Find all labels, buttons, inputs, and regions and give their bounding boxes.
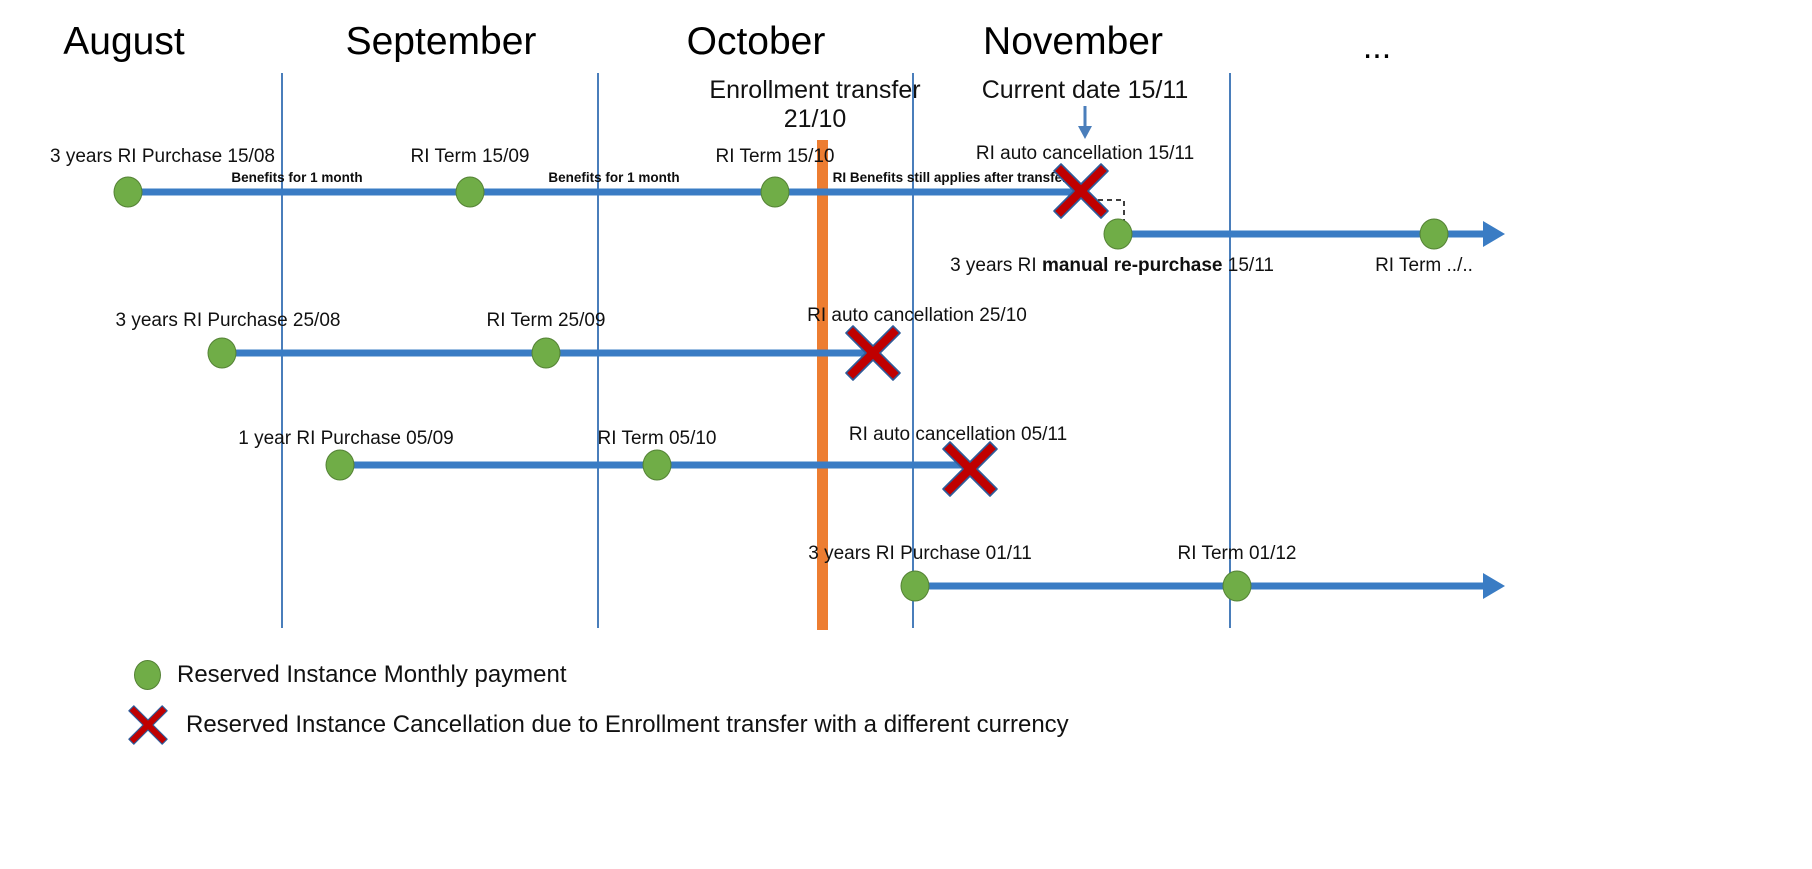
label-3yr-purchase-1508: 3 years RI Purchase 15/08 bbox=[50, 146, 275, 167]
cancellation-x-icon-2510[interactable] bbox=[842, 322, 904, 384]
label-repurchase-prefix: 3 years RI bbox=[950, 255, 1042, 276]
timeline-arrow-cap bbox=[1483, 221, 1505, 247]
label-manual-repurchase-1511: 3 years RI manual re-purchase 15/11 bbox=[950, 255, 1274, 277]
gridline-november bbox=[912, 73, 914, 628]
month-label-september: September bbox=[345, 20, 537, 63]
label-ri-term-1510: RI Term 15/10 bbox=[715, 146, 835, 167]
payment-dot-1510[interactable] bbox=[760, 176, 790, 208]
payment-dot-0112[interactable] bbox=[1222, 570, 1252, 602]
payment-dot-0111[interactable] bbox=[900, 570, 930, 602]
label-ri-term-future: RI Term ../.. bbox=[1375, 255, 1473, 276]
label-repurchase-suffix: 15/11 bbox=[1222, 255, 1274, 276]
legend-label-cancellation: Reserved Instance Cancellation due to En… bbox=[186, 711, 1069, 738]
note-benefits-1-month-a: Benefits for 1 month bbox=[231, 170, 363, 185]
timeline-arrow-cap bbox=[1483, 573, 1505, 599]
timeline-rail bbox=[915, 582, 1483, 590]
red-x-icon bbox=[126, 703, 170, 747]
label-1yr-purchase-0509: 1 year RI Purchase 05/09 bbox=[238, 428, 454, 449]
label-3yr-purchase-2508: 3 years RI Purchase 25/08 bbox=[115, 310, 341, 331]
payment-dot-term-future[interactable] bbox=[1419, 218, 1449, 250]
green-circle-icon bbox=[134, 660, 161, 690]
enrollment-transfer-label-line1: Enrollment transfer bbox=[709, 76, 921, 104]
enrollment-transfer-label-line2: 21/10 bbox=[783, 104, 847, 133]
payment-dot-2508[interactable] bbox=[207, 337, 237, 369]
payment-dot-1508[interactable] bbox=[113, 176, 143, 208]
label-auto-cancellation-1511: RI auto cancellation 15/11 bbox=[975, 143, 1195, 164]
payment-dot-0509[interactable] bbox=[325, 449, 355, 481]
label-ri-term-2509: RI Term 25/09 bbox=[486, 310, 606, 331]
month-label-november: November bbox=[983, 20, 1163, 63]
gridline-december bbox=[1229, 73, 1231, 628]
label-3yr-purchase-0111: 3 years RI Purchase 01/11 bbox=[808, 543, 1032, 564]
payment-dot-0510[interactable] bbox=[642, 449, 672, 481]
month-label-october: October bbox=[686, 20, 826, 63]
payment-dot-1509[interactable] bbox=[455, 176, 485, 208]
current-date-label: Current date 15/11 bbox=[981, 76, 1189, 104]
label-ri-term-0510: RI Term 05/10 bbox=[597, 428, 717, 449]
timeline-rail bbox=[128, 188, 1078, 196]
legend-label-payment: Reserved Instance Monthly payment bbox=[177, 661, 567, 688]
note-benefits-1-month-b: Benefits for 1 month bbox=[548, 170, 680, 185]
timeline-rail bbox=[1118, 230, 1483, 238]
month-label-august: August bbox=[63, 20, 185, 63]
label-auto-cancellation-0511: RI auto cancellation 05/11 bbox=[848, 424, 1068, 445]
label-repurchase-bold: manual re-purchase bbox=[1041, 255, 1223, 276]
cancellation-x-icon-1511[interactable] bbox=[1050, 160, 1112, 222]
legend-item-cancellation: Reserved Instance Cancellation due to En… bbox=[126, 703, 1069, 747]
note-benefits-after-transfer: RI Benefits still applies after transfer bbox=[832, 170, 1068, 185]
label-ri-term-1509: RI Term 15/09 bbox=[410, 146, 530, 167]
month-label-ellipsis: ... bbox=[1362, 28, 1392, 66]
cancellation-x-icon-0511[interactable] bbox=[939, 438, 1001, 500]
label-ri-term-0112: RI Term 01/12 bbox=[1177, 543, 1297, 564]
payment-dot-2509[interactable] bbox=[531, 337, 561, 369]
payment-dot-repurchase-1511[interactable] bbox=[1103, 218, 1133, 250]
enrollment-transfer-bar bbox=[817, 140, 828, 630]
legend-item-payment: Reserved Instance Monthly payment bbox=[134, 660, 567, 690]
current-date-arrow-icon bbox=[1075, 106, 1095, 140]
enrollment-transfer-label: Enrollment transfer 21/10 bbox=[709, 76, 920, 134]
label-auto-cancellation-2510: RI auto cancellation 25/10 bbox=[807, 305, 1027, 326]
